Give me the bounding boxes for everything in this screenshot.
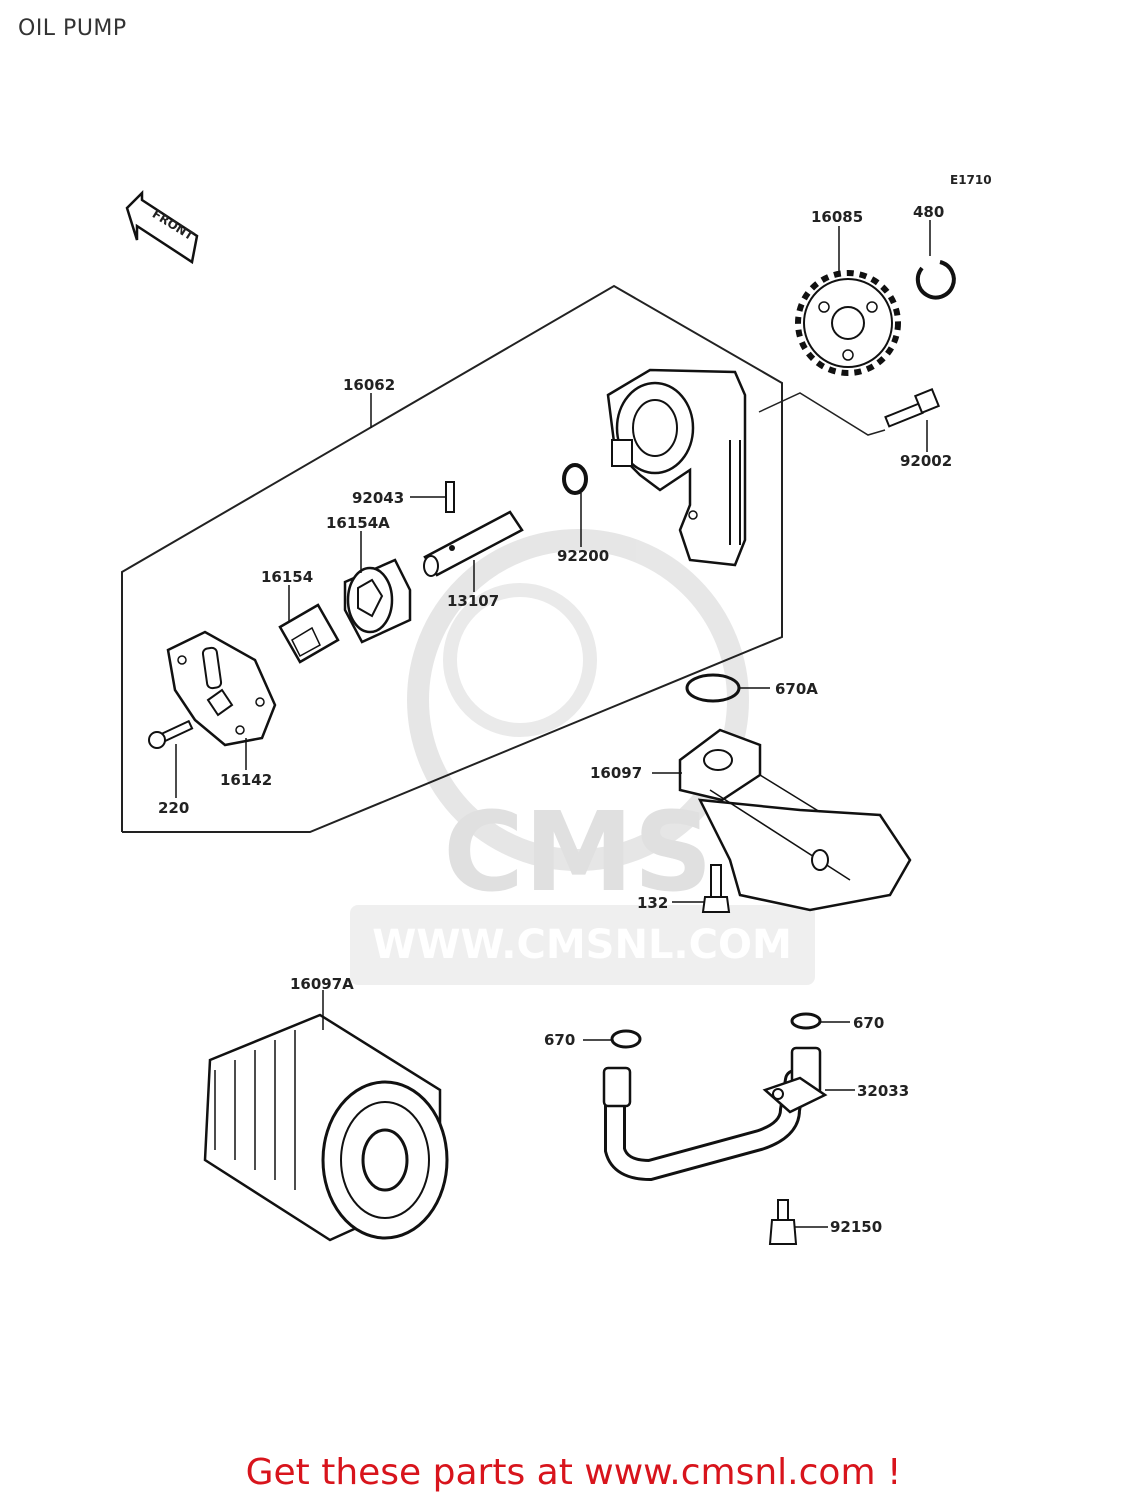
oil-filter-icon bbox=[203, 1013, 449, 1242]
label-220: 220 bbox=[158, 799, 189, 817]
pump-cover-icon bbox=[166, 630, 277, 747]
label-13107: 13107 bbox=[447, 592, 499, 610]
label-32033: 32033 bbox=[857, 1082, 909, 1100]
outer-rotor-icon bbox=[343, 558, 412, 644]
label-92002: 92002 bbox=[900, 452, 952, 470]
label-92200: 92200 bbox=[557, 547, 609, 565]
oil-screen-icon bbox=[678, 728, 912, 912]
label-16154: 16154 bbox=[261, 568, 313, 586]
label-92043: 92043 bbox=[352, 489, 404, 507]
bolt-92002-icon bbox=[884, 387, 941, 428]
label-16062: 16062 bbox=[343, 376, 395, 394]
label-132: 132 bbox=[637, 894, 668, 912]
assembly-outline bbox=[121, 284, 783, 833]
washer-icon bbox=[562, 463, 588, 495]
diagram-code: E1710 bbox=[950, 173, 992, 187]
label-670a: 670A bbox=[775, 680, 818, 698]
label-670-left: 670 bbox=[544, 1031, 575, 1049]
o-ring-670-left-icon bbox=[610, 1029, 642, 1049]
bolt-92150-icon bbox=[768, 1199, 798, 1245]
watermark-brand: CMS bbox=[443, 788, 712, 916]
assembly-connector-line bbox=[758, 392, 886, 436]
label-16154a: 16154A bbox=[326, 514, 390, 532]
sprocket-icon bbox=[795, 270, 901, 376]
shaft-icon bbox=[423, 510, 524, 577]
footer-promo-link[interactable]: Get these parts at www.cmsnl.com ! bbox=[245, 1452, 902, 1493]
screw-220-icon bbox=[148, 719, 194, 749]
o-ring-670-right-icon bbox=[790, 1012, 822, 1030]
oil-pipe-icon bbox=[602, 1046, 828, 1182]
label-16097: 16097 bbox=[590, 764, 642, 782]
pin-icon bbox=[445, 481, 455, 513]
inner-rotor-icon bbox=[278, 603, 340, 664]
label-16085: 16085 bbox=[811, 208, 863, 226]
label-16097a: 16097A bbox=[290, 975, 354, 993]
bolt-132-icon bbox=[701, 864, 731, 913]
label-480: 480 bbox=[913, 203, 944, 221]
pump-body-icon bbox=[606, 368, 747, 567]
cms-watermark: CMS WWW.CMSNL.COM bbox=[350, 529, 815, 985]
watermark-url: WWW.CMSNL.COM bbox=[372, 922, 792, 968]
leader-lines bbox=[175, 220, 931, 1228]
page-title: OIL PUMP bbox=[18, 16, 127, 41]
front-arrow-icon: FRONT bbox=[125, 189, 199, 265]
label-16142: 16142 bbox=[220, 771, 272, 789]
circlip-icon bbox=[915, 260, 956, 300]
label-670-right: 670 bbox=[853, 1014, 884, 1032]
label-92150: 92150 bbox=[830, 1218, 882, 1236]
